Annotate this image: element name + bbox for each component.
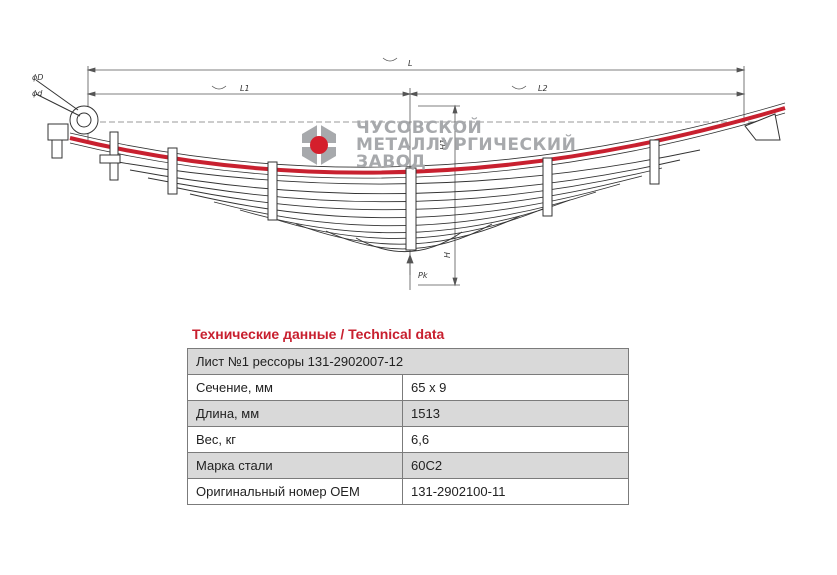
label-l1: L1 bbox=[240, 84, 250, 93]
company-logo-icon bbox=[300, 124, 338, 166]
brand-block: ЧУСОВСКОЙ МЕТАЛЛУРГИЧЕСКИЙ ЗАВОД bbox=[296, 118, 576, 172]
technical-data-title: Технические данные / Technical data bbox=[192, 326, 445, 342]
table-header: Лист №1 рессоры 131-2902007-12 bbox=[187, 348, 629, 375]
table-row: Сечение, мм 65 х 9 bbox=[187, 374, 629, 401]
table-row: Марка стали 60С2 bbox=[187, 452, 629, 479]
leaf-spring-drawing: L L1 L2 H1 H Pk ϕD bbox=[32, 57, 786, 290]
table-row: Длина, мм 1513 bbox=[187, 400, 629, 427]
label-pk: Pk bbox=[418, 271, 428, 280]
row-value: 1513 bbox=[402, 400, 629, 427]
table-row: Оригинальный номер OEM 131-2902100-11 bbox=[187, 478, 629, 505]
table-row: Вес, кг 6,6 bbox=[187, 426, 629, 453]
row-value: 131-2902100-11 bbox=[402, 478, 629, 505]
row-value: 6,6 bbox=[402, 426, 629, 453]
label-d-outer: ϕD bbox=[32, 73, 43, 82]
label-l: L bbox=[408, 59, 412, 68]
label-l2: L2 bbox=[538, 84, 548, 93]
row-value: 60С2 bbox=[402, 452, 629, 479]
spring-eye bbox=[35, 79, 99, 159]
spec-table: Лист №1 рессоры 131-2902007-12 Сечение, … bbox=[187, 348, 629, 505]
brand-name-line2: МЕТАЛЛУРГИЧЕСКИЙ bbox=[356, 135, 577, 155]
label-h1: H1 bbox=[439, 139, 448, 150]
row-label: Длина, мм bbox=[187, 400, 403, 427]
label-h: H bbox=[443, 252, 452, 258]
row-label: Марка стали bbox=[187, 452, 403, 479]
table-header-row: Лист №1 рессоры 131-2902007-12 bbox=[187, 348, 629, 375]
label-d-inner: ϕd bbox=[32, 89, 43, 98]
row-label: Оригинальный номер OEM bbox=[187, 478, 403, 505]
row-value: 65 х 9 bbox=[402, 374, 629, 401]
brand-name-line1: ЧУСОВСКОЙ bbox=[356, 118, 483, 138]
dimension-h bbox=[406, 104, 460, 287]
spring-clamps bbox=[99, 113, 781, 251]
brand-name-line3: ЗАВОД bbox=[356, 152, 427, 172]
row-label: Вес, кг bbox=[187, 426, 403, 453]
row-label: Сечение, мм bbox=[187, 374, 403, 401]
